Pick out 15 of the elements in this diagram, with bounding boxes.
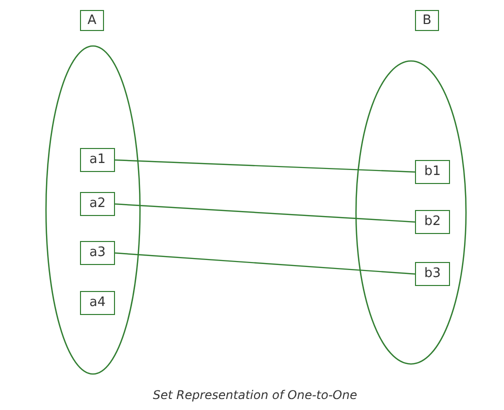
set-element-box: a3	[80, 241, 115, 265]
set-element-box: B	[415, 10, 439, 31]
set-element-box: a1	[80, 148, 115, 172]
connector-line	[114, 252, 416, 275]
set-ellipse	[355, 60, 467, 365]
caption: Set Representation of One-to-One	[152, 387, 358, 404]
connector-line	[114, 203, 416, 223]
set-element-box: b1	[415, 160, 450, 184]
set-ellipse	[45, 45, 141, 375]
set-element-box: a4	[80, 291, 115, 315]
connector-line	[114, 159, 416, 173]
set-element-box: b3	[415, 262, 450, 286]
set-element-box: a2	[80, 192, 115, 216]
set-element-box: b2	[415, 210, 450, 234]
set-element-box: A	[80, 10, 104, 31]
